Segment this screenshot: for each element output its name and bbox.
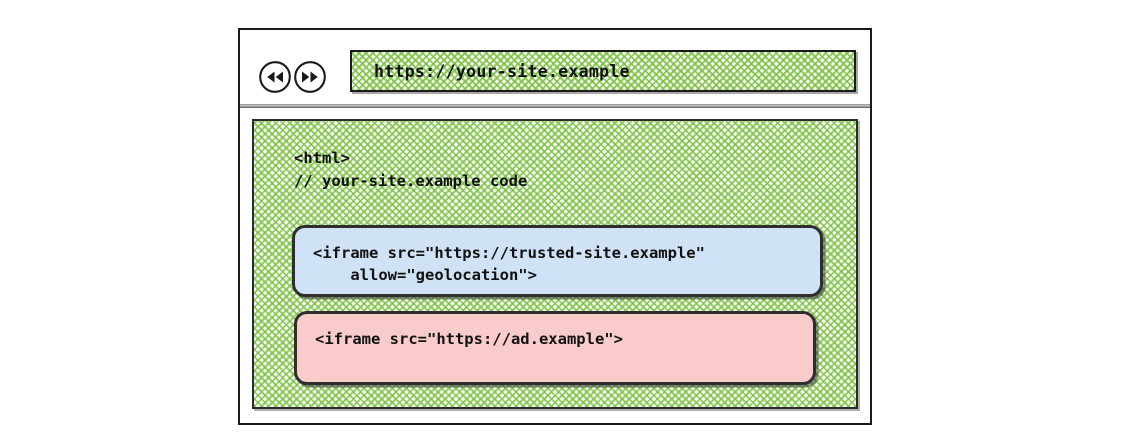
code-line-html: <html> (294, 149, 350, 167)
browser-toolbar: https://your-site.example (240, 30, 870, 104)
trusted-iframe-code-line-2: allow="geolocation"> (313, 266, 537, 285)
rewind-back-icon (259, 61, 291, 93)
url-text: https://your-site.example (374, 61, 630, 81)
fast-forward-icon (294, 61, 326, 93)
page-content-area: <html> // your-site.example code <iframe… (252, 119, 858, 409)
code-line-comment: // your-site.example code (294, 172, 528, 191)
trusted-iframe-code-line-1: <iframe src="https://trusted-site.exampl… (313, 244, 705, 262)
ad-iframe[interactable]: <iframe src="https://ad.example"> (294, 311, 816, 385)
back-button[interactable] (258, 60, 292, 94)
trusted-site-iframe[interactable]: <iframe src="https://trusted-site.exampl… (292, 225, 823, 297)
toolbar-separator (240, 104, 870, 108)
ad-iframe-code-line-1: <iframe src="https://ad.example"> (315, 330, 623, 348)
url-address-bar[interactable]: https://your-site.example (350, 50, 856, 92)
forward-button[interactable] (293, 60, 327, 94)
browser-window: https://your-site.example <html> // your… (238, 28, 872, 425)
